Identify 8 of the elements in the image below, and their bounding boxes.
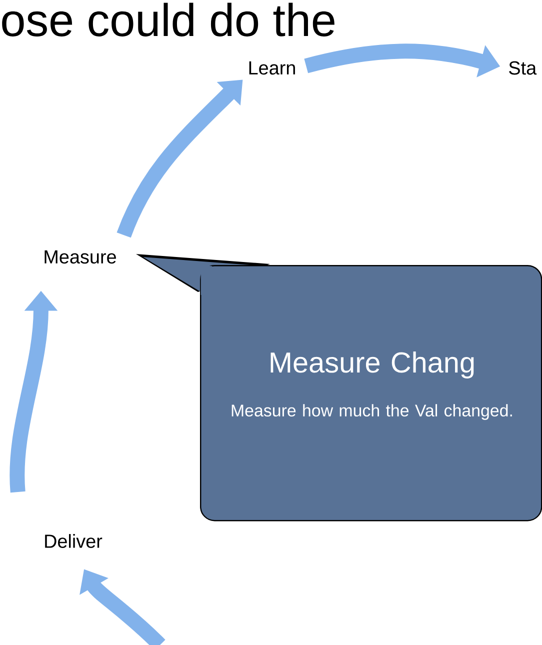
heading-text: ose could do the	[2, 2, 334, 36]
step-label: Measure	[44, 250, 116, 264]
callout-title: Measure Chang	[270, 352, 474, 378]
step-label: Sta	[509, 61, 537, 75]
step-label: Learn	[249, 61, 295, 75]
callout-box	[136, 254, 542, 522]
callout-text: Measure how much the Val changed.	[232, 404, 512, 420]
step-label: Deliver	[45, 534, 102, 548]
